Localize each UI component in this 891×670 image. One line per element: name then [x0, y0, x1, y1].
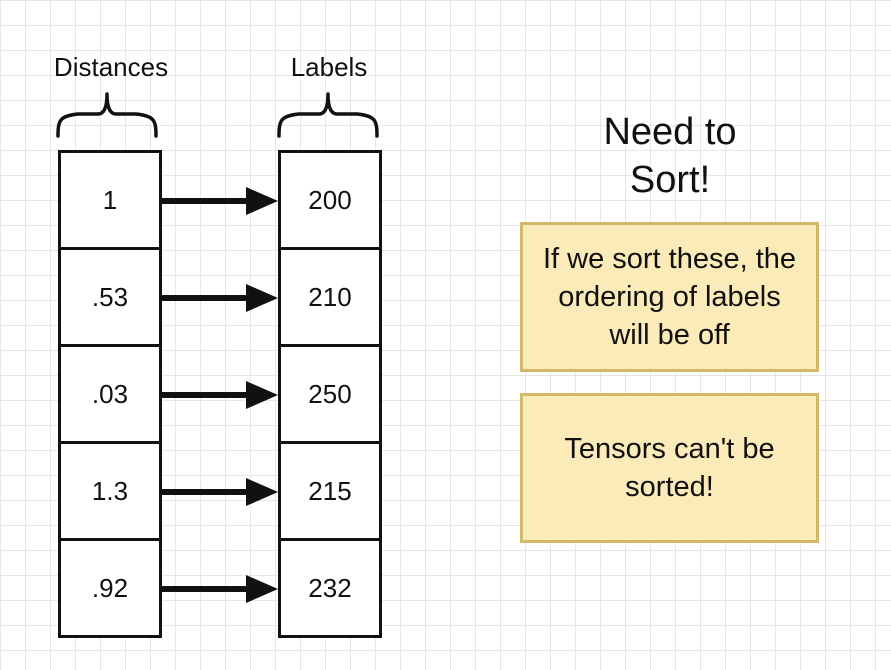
labels-header: Labels — [290, 52, 368, 82]
label-cell: 200 — [281, 153, 379, 250]
arrow-right-icon — [160, 284, 278, 312]
arrow-right-icon — [160, 478, 278, 506]
distances-column: 1 .53 .03 1.3 .92 — [58, 150, 162, 638]
distances-brace — [56, 92, 158, 138]
label-cell: 210 — [281, 250, 379, 347]
distances-header: Distances — [53, 52, 169, 82]
distance-cell: .92 — [91, 572, 129, 603]
tensor-sort-note: Tensors can't be sorted! — [520, 393, 819, 543]
distance-cell: 1 — [61, 153, 159, 250]
labels-brace — [277, 92, 379, 138]
distance-cell: .03 — [61, 347, 159, 444]
arrow-right-icon — [160, 381, 278, 409]
arrow-right-icon — [160, 187, 278, 215]
label-cell: 250 — [281, 347, 379, 444]
label-cell: 232 — [308, 572, 352, 603]
label-cell: 215 — [281, 444, 379, 541]
distance-cell: 1.3 — [61, 444, 159, 541]
distance-cell: .53 — [61, 250, 159, 347]
labels-column: 200 210 250 215 232 — [278, 150, 382, 638]
arrow-right-icon — [160, 575, 278, 603]
need-to-sort-title: Need to Sort! — [603, 111, 737, 201]
sort-warning-note: If we sort these, the ordering of labels… — [520, 222, 819, 372]
